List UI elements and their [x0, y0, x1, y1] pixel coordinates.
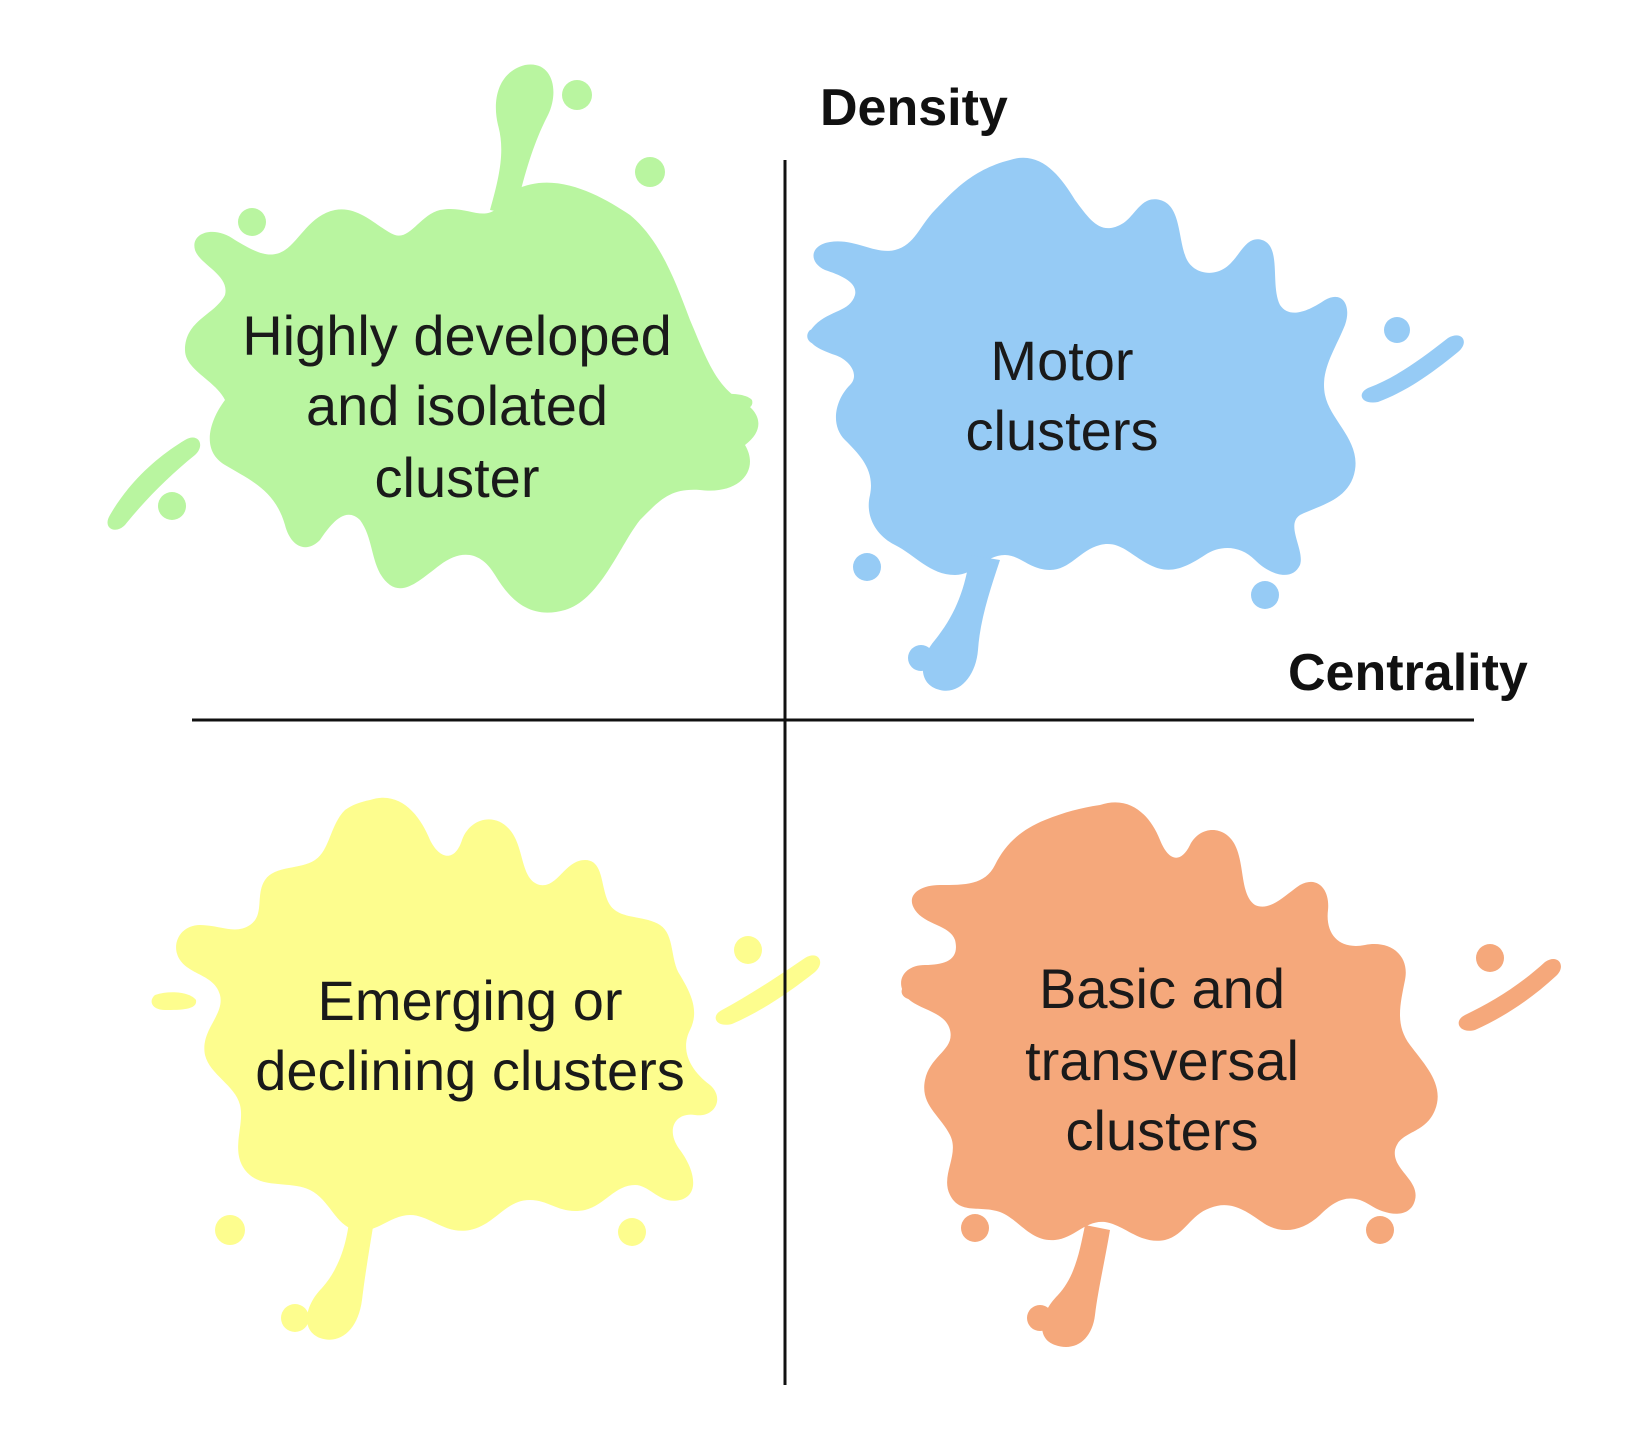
quadrant-label-line: cluster: [375, 446, 540, 509]
splash-blue: [807, 157, 1464, 691]
splash-blue-drop: [853, 553, 881, 581]
splash-yellow-drop: [734, 936, 762, 964]
splash-green: [107, 64, 759, 613]
quadrant-label-line: clusters: [966, 399, 1159, 462]
axis-label-density: Density: [820, 79, 1008, 137]
quadrant-label-line: and isolated: [306, 374, 608, 437]
splash-orange-body: [901, 802, 1438, 1241]
quadrant-label-top-left: Highly developed and isolated cluster: [242, 304, 672, 509]
splash-yellow-drop: [215, 1215, 245, 1245]
splash-blue-drop: [1384, 317, 1410, 343]
axis-label-centrality: Centrality: [1288, 644, 1528, 702]
quadrant-label-line: Motor: [990, 329, 1133, 392]
splash-yellow-drip: [715, 955, 821, 1025]
splash-green-drop: [158, 492, 186, 520]
splash-yellow-body: [176, 797, 718, 1231]
splash-orange-drop: [1366, 1216, 1394, 1244]
splash-green-drop: [562, 80, 592, 110]
splash-orange-drip: [1042, 1225, 1110, 1347]
splash-blue-body: [808, 157, 1356, 575]
quadrant-label-line: Highly developed: [242, 304, 672, 367]
splash-green-drip: [107, 437, 201, 530]
quadrant-label-bottom-right: Basic and transversal clusters: [1025, 957, 1299, 1162]
splash-orange-drip: [901, 982, 947, 1000]
splash-orange-drop: [961, 1214, 989, 1242]
splash-orange-drop: [1476, 944, 1504, 972]
splash-orange: [901, 802, 1561, 1347]
splash-green-drop: [238, 208, 266, 236]
quadrant-label-line: declining clusters: [255, 1039, 685, 1102]
quadrant-label-line: Basic and: [1039, 957, 1285, 1020]
splash-green-drip: [490, 64, 554, 216]
splash-blue-drip: [922, 555, 1000, 691]
splash-yellow-drop: [618, 1218, 646, 1246]
splash-yellow: [151, 797, 821, 1340]
quadrant-label-top-right: Motor clusters: [966, 329, 1159, 462]
splash-green-body: [185, 182, 759, 613]
quadrant-label-line: transversal: [1025, 1029, 1299, 1092]
splash-yellow-drip: [151, 992, 197, 1010]
splash-blue-drop: [1251, 581, 1279, 609]
quadrant-label-bottom-left: Emerging or declining clusters: [255, 969, 685, 1102]
splash-green-drop: [635, 157, 665, 187]
quadrant-label-line: Emerging or: [317, 969, 622, 1032]
splash-yellow-drip: [307, 1212, 375, 1340]
splash-blue-drop: [908, 645, 934, 671]
quadrant-label-line: clusters: [1066, 1099, 1259, 1162]
splash-yellow-drop: [281, 1304, 309, 1332]
splash-orange-drop: [1027, 1305, 1053, 1331]
splash-blue-drip: [1361, 335, 1464, 403]
splash-blue-drip: [807, 327, 851, 345]
splash-green-drip: [698, 393, 753, 412]
splash-orange-drip: [1458, 958, 1561, 1031]
